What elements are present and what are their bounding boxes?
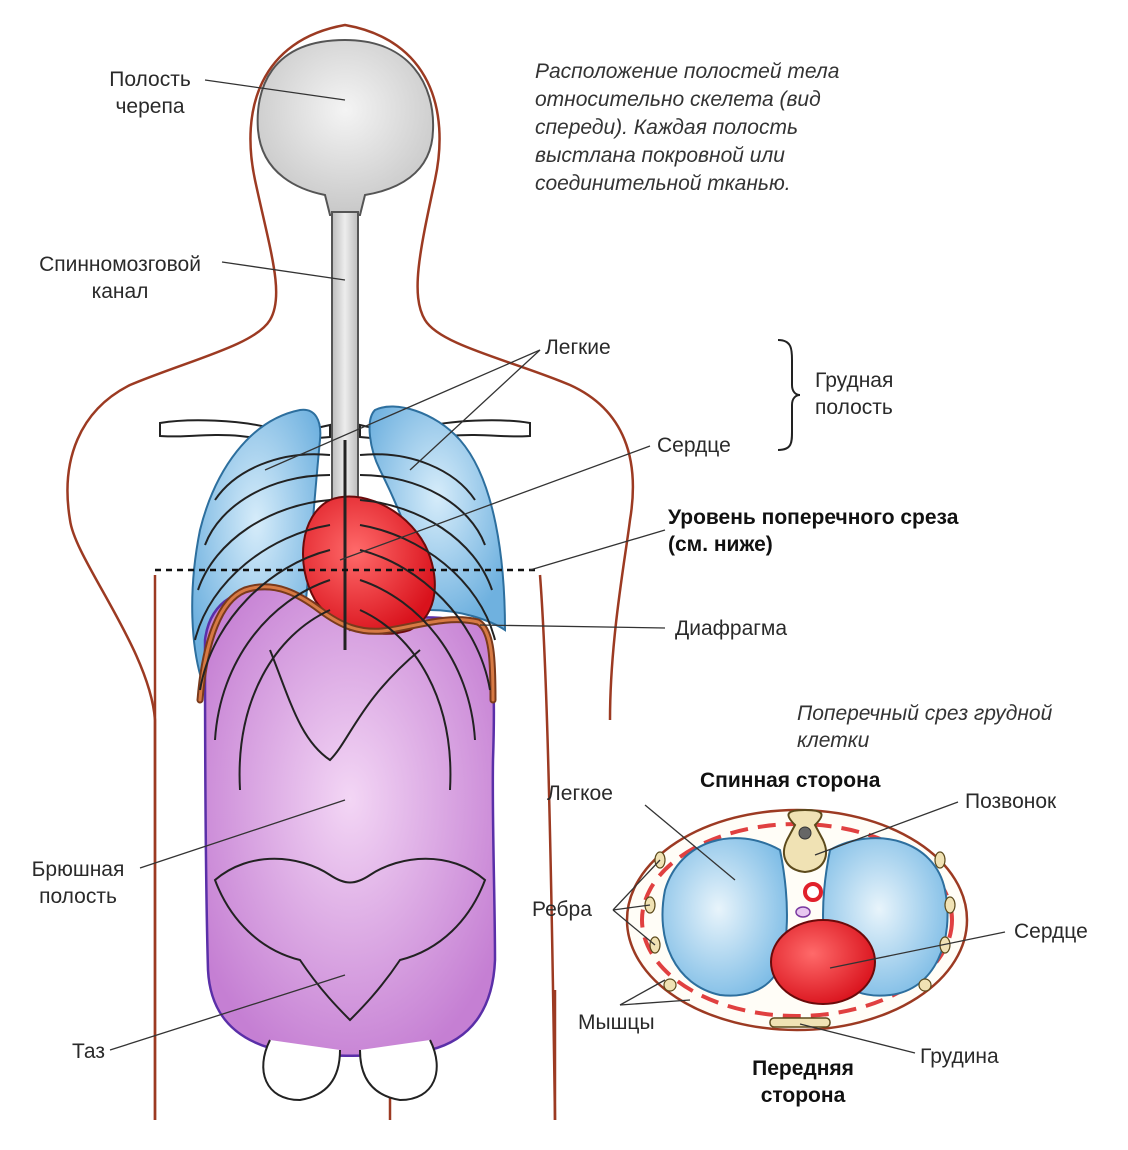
leader-abdominal [139,799,346,869]
label-spinal-line2: канал [91,280,149,303]
leader-lungs-left [264,349,541,471]
section-title-line1: Поперечный срез грудной [797,702,1053,725]
pelvis-bones [213,857,487,1102]
label-spinal-canal: Спинномозговой канал [15,251,225,305]
section-dorsal-side: Спинная сторона [700,769,881,792]
body-side-right [538,574,557,1121]
label-lungs: Легкие [545,336,611,359]
section-label-lung: Легкое [547,782,613,805]
label-cranial-line1: Полость [109,68,191,91]
leader-sec-heart [829,931,1006,969]
label-thoracic-line2: полость [815,396,893,419]
label-thoracic-line1: Грудная [815,369,894,392]
leader-sec-sternum [799,1023,916,1054]
label-thoracic-cavity: Грудная полость [815,367,893,421]
section-ventral-side: Передняя сторона [738,1055,868,1109]
leader-diaphragm [479,624,666,629]
label-abdominal-line2: полость [39,885,117,908]
section-heart [770,919,876,1005]
label-cranial-line2: черепа [115,95,185,118]
leader-sec-muscles-1 [619,979,666,1006]
leader-pelvis [109,974,346,1051]
label-section-level-line2: (см. ниже) [668,533,773,556]
section-ventral-line1: Передняя [752,1057,854,1080]
section-vertebra [783,808,827,874]
label-diaphragm: Диафрагма [675,617,788,640]
leader-lungs-right [409,349,541,471]
leader-sec-vertebra [814,801,959,856]
label-heart: Сердце [657,434,731,457]
section-aorta [803,882,823,902]
label-section-level-line1: Уровень поперечного среза [668,506,959,529]
leader-spinal [221,261,346,281]
rib-cage [194,440,496,791]
leader-sec-lung [644,804,736,881]
diagram-caption: Расположение полостей тела относительно … [535,60,840,195]
leader-sec-ribs-2 [612,909,656,946]
section-ventral-line2: сторона [760,1084,846,1107]
leader-heart [339,445,651,561]
section-label-sternum: Грудина [920,1045,999,1068]
heart [302,495,436,635]
section-lung-left [661,837,788,997]
section-label-ribs: Ребра [532,898,592,921]
label-abdominal-line1: Брюшная [31,858,125,881]
thoracic-brace [777,339,801,451]
label-pelvis: Таз [72,1040,105,1063]
leader-sec-muscles-2 [619,999,691,1006]
cranial-cavity [256,38,435,216]
leader-section [529,529,666,571]
cross-section [625,808,969,1032]
section-label-heart: Сердце [1014,920,1088,943]
label-section-level: Уровень поперечного среза (см. ниже) [668,504,958,558]
label-abdominal-cavity: Брюшная полость [18,856,138,910]
section-title: Поперечный срез грудной клетки [797,700,1052,754]
leader-cranial [204,79,346,101]
label-cranial-cavity: Полость черепа [90,66,210,120]
leader-sec-ribs-3 [612,859,661,911]
section-label-vertebra: Позвонок [965,790,1057,813]
section-sternum [769,1017,831,1028]
section-title-line2: клетки [797,729,870,752]
section-esophagus [795,906,811,918]
label-spinal-line1: Спинномозговой [39,253,201,276]
leader-sec-ribs-1 [612,904,651,911]
section-label-muscles: Мышцы [578,1011,655,1034]
